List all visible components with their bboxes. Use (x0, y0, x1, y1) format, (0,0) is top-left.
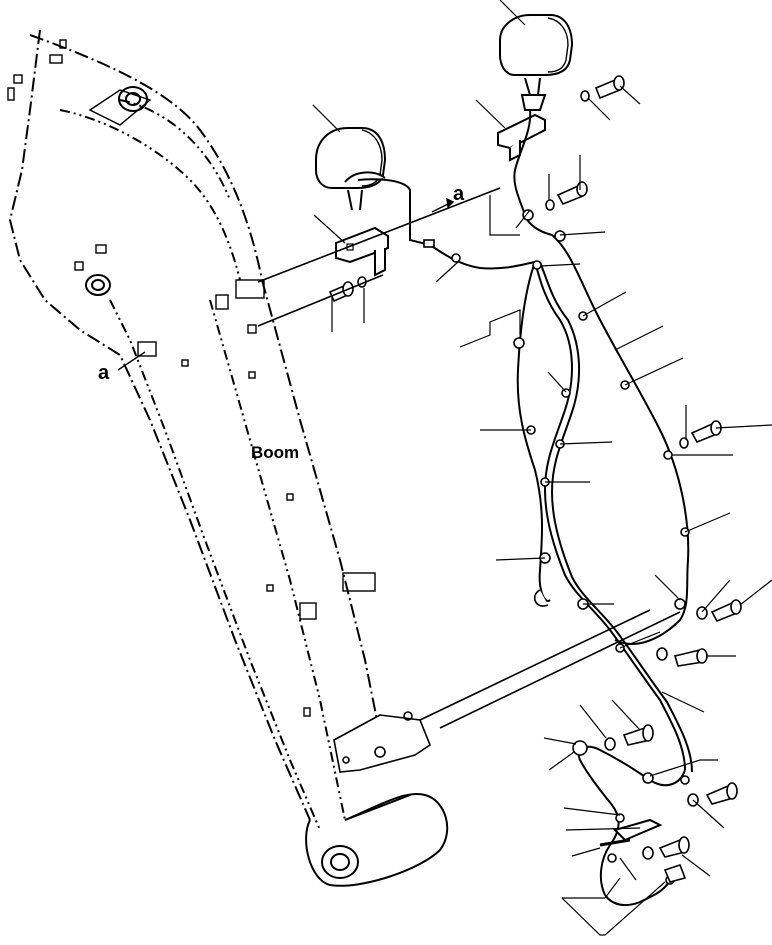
boom-outline (8, 29, 449, 887)
ref-a-label-top: a (453, 183, 465, 205)
bolt-8 (687, 782, 738, 807)
callout-leader-lines (312, 0, 772, 936)
bolt-1 (580, 75, 625, 102)
work-lamp-upper (499, 14, 574, 111)
mounting-bolts (328, 75, 742, 860)
ref-a-arrows (117, 197, 455, 371)
work-lamp-lower (315, 127, 387, 211)
boom-clip-marks (7, 39, 376, 717)
lamp-bracket-upper (497, 113, 546, 162)
harness-connectors (423, 239, 687, 883)
boom-label: Boom (251, 443, 299, 462)
harness-support-lines (257, 187, 681, 773)
bolt-9 (642, 836, 690, 860)
bolt-5 (696, 599, 742, 623)
wiring-harness (357, 109, 693, 907)
bolt-7 (604, 724, 654, 751)
bolt-6 (656, 647, 708, 667)
bolt-2 (545, 181, 588, 211)
ref-a-label-left: a (98, 362, 110, 384)
